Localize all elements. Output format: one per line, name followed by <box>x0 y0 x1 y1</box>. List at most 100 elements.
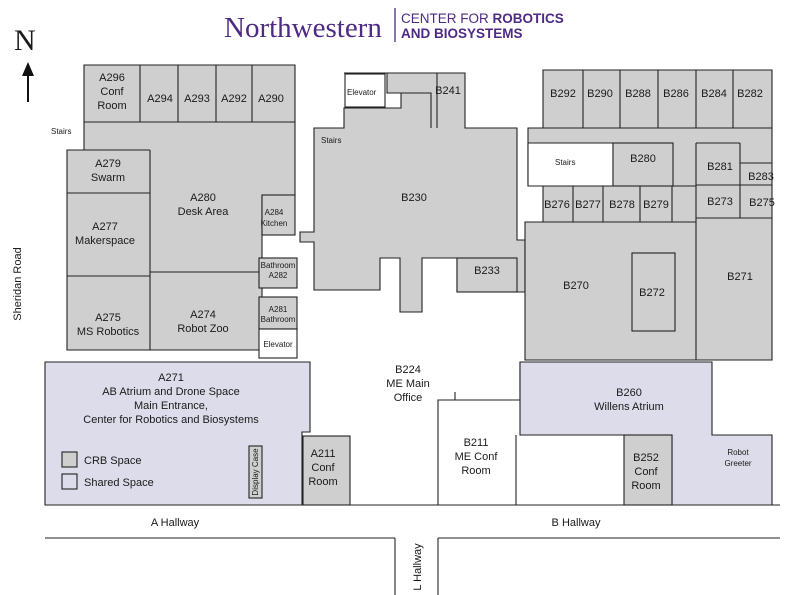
label-b230: B230 <box>401 192 427 204</box>
label-robot-greeter-l2: Greeter <box>724 459 751 468</box>
label-b252-l2: Conf <box>634 466 658 478</box>
room-b272 <box>631 252 676 332</box>
label-a271-num: A271 <box>158 372 184 384</box>
label-b224-l2: ME Main <box>386 378 429 390</box>
label-a211-l3: Room <box>308 476 337 488</box>
label-b278: B278 <box>609 199 635 211</box>
label-a211-l2: Conf <box>311 462 335 474</box>
label-b272: B272 <box>639 287 665 299</box>
label-a279-l2: Swarm <box>91 172 125 184</box>
label-b260-l2: Willens Atrium <box>594 401 664 413</box>
label-b280: B280 <box>630 153 656 165</box>
label-b281: B281 <box>707 161 733 173</box>
center-name-line2: AND BIOSYSTEMS <box>401 26 523 41</box>
label-a271-l2: AB Atrium and Drone Space <box>102 386 240 398</box>
label-b284: B284 <box>701 88 727 100</box>
label-a277-l2: Makerspace <box>75 235 135 247</box>
label-b211-l2: ME Conf <box>455 451 499 463</box>
legend: CRB Space Shared Space <box>61 451 154 490</box>
display-case <box>248 445 263 499</box>
label-b292: B292 <box>550 88 576 100</box>
label-a279-num: A279 <box>95 158 121 170</box>
label-b224-num: B224 <box>395 364 421 376</box>
label-a284-num: A284 <box>265 208 284 217</box>
label-b273: B273 <box>707 196 733 208</box>
north-letter: N <box>14 24 36 57</box>
center-wing: Elevator B241 Stairs B230 B233 <box>299 72 526 313</box>
label-a294: A294 <box>147 93 173 105</box>
label-a271-l4: Center for Robotics and Biosystems <box>83 414 259 426</box>
label-a271-l3: Main Entrance, <box>134 400 208 412</box>
label-b271: B271 <box>727 271 753 283</box>
room-a282 <box>258 257 298 289</box>
legend-crb-label: CRB Space <box>84 455 141 467</box>
label-b252-l3: Room <box>631 480 660 492</box>
room-a-elevator <box>258 328 298 359</box>
label-b279: B279 <box>643 199 669 211</box>
label-a274-l2: Robot Zoo <box>177 323 228 335</box>
room-b-elevator <box>344 73 386 108</box>
label-a296-num: A296 <box>99 72 125 84</box>
label-b-hallway: B Hallway <box>552 517 601 529</box>
label-b290: B290 <box>587 88 613 100</box>
label-b252-num: B252 <box>633 452 659 464</box>
b-office-area: B224 ME Main Office B211 ME Conf Room <box>386 362 521 505</box>
label-b282: B282 <box>737 88 763 100</box>
center-name-line1: CENTER FOR ROBOTICS <box>401 11 564 26</box>
label-display-case: Display Case <box>251 448 260 496</box>
label-b283: B283 <box>748 171 774 183</box>
label-a211-num: A211 <box>311 448 336 460</box>
label-b-elevator: Elevator <box>347 88 377 97</box>
label-a280-num: A280 <box>190 192 216 204</box>
label-a275-num: A275 <box>95 312 121 324</box>
label-b260-num: B260 <box>616 387 642 399</box>
legend-shared-swatch <box>61 473 78 490</box>
label-b270: B270 <box>563 280 589 292</box>
label-b276: B276 <box>544 199 570 211</box>
label-a284-l2: Kitchen <box>261 219 288 228</box>
label-b224-l3: Office <box>394 392 423 404</box>
label-stairs-b: Stairs <box>321 136 341 145</box>
label-b286: B286 <box>663 88 689 100</box>
label-a292: A292 <box>221 93 247 105</box>
label-a281-l1: A281 <box>269 305 288 314</box>
room-b252 <box>623 434 673 506</box>
room-b230 <box>299 72 526 313</box>
label-b288: B288 <box>625 88 651 100</box>
room-a284 <box>261 194 296 236</box>
room-a281 <box>258 296 298 330</box>
label-b241: B241 <box>435 85 461 97</box>
label-b233: B233 <box>474 265 500 277</box>
label-a296-l3: Room <box>97 100 126 112</box>
label-a-elevator: Elevator <box>263 340 293 349</box>
label-a274-num: A274 <box>190 309 216 321</box>
label-a290: A290 <box>258 93 284 105</box>
label-robot-greeter-l1: Robot <box>727 448 749 457</box>
label-a282-l1: Bathroom <box>261 261 296 270</box>
room-b280 <box>612 142 674 187</box>
northwestern-wordmark: Northwestern <box>224 12 382 44</box>
atrium-b260: B260 Willens Atrium B252 Conf Room Robot… <box>515 361 773 506</box>
room-a271 <box>44 361 311 506</box>
label-b277: B277 <box>575 199 601 211</box>
label-a296-l2: Conf <box>100 86 124 98</box>
label-stairs-c: Stairs <box>555 158 575 167</box>
label-sheridan-road: Sheridan Road <box>12 247 24 320</box>
label-b275: B275 <box>749 197 775 209</box>
room-b233 <box>456 257 518 293</box>
label-b211-num: B211 <box>464 437 489 449</box>
north-arrow-icon <box>22 62 34 102</box>
label-a281-l2: Bathroom <box>261 315 296 324</box>
label-a282-l2: A282 <box>269 271 288 280</box>
label-a280-l2: Desk Area <box>178 206 230 218</box>
wing-b: Stairs B292 B290 B288 B286 B284 B282 B28… <box>524 69 775 361</box>
label-l-hallway: L Hallway <box>412 543 424 591</box>
label-a277-num: A277 <box>92 221 118 233</box>
label-a-hallway: A Hallway <box>151 517 200 529</box>
wing-a: A296 Conf Room A294 A293 A292 A290 A279 … <box>51 64 298 359</box>
label-stairs-a: Stairs <box>51 127 71 136</box>
label-a275-l2: MS Robotics <box>77 326 140 338</box>
hallways: A Hallway B Hallway L Hallway Sheridan R… <box>12 247 780 595</box>
